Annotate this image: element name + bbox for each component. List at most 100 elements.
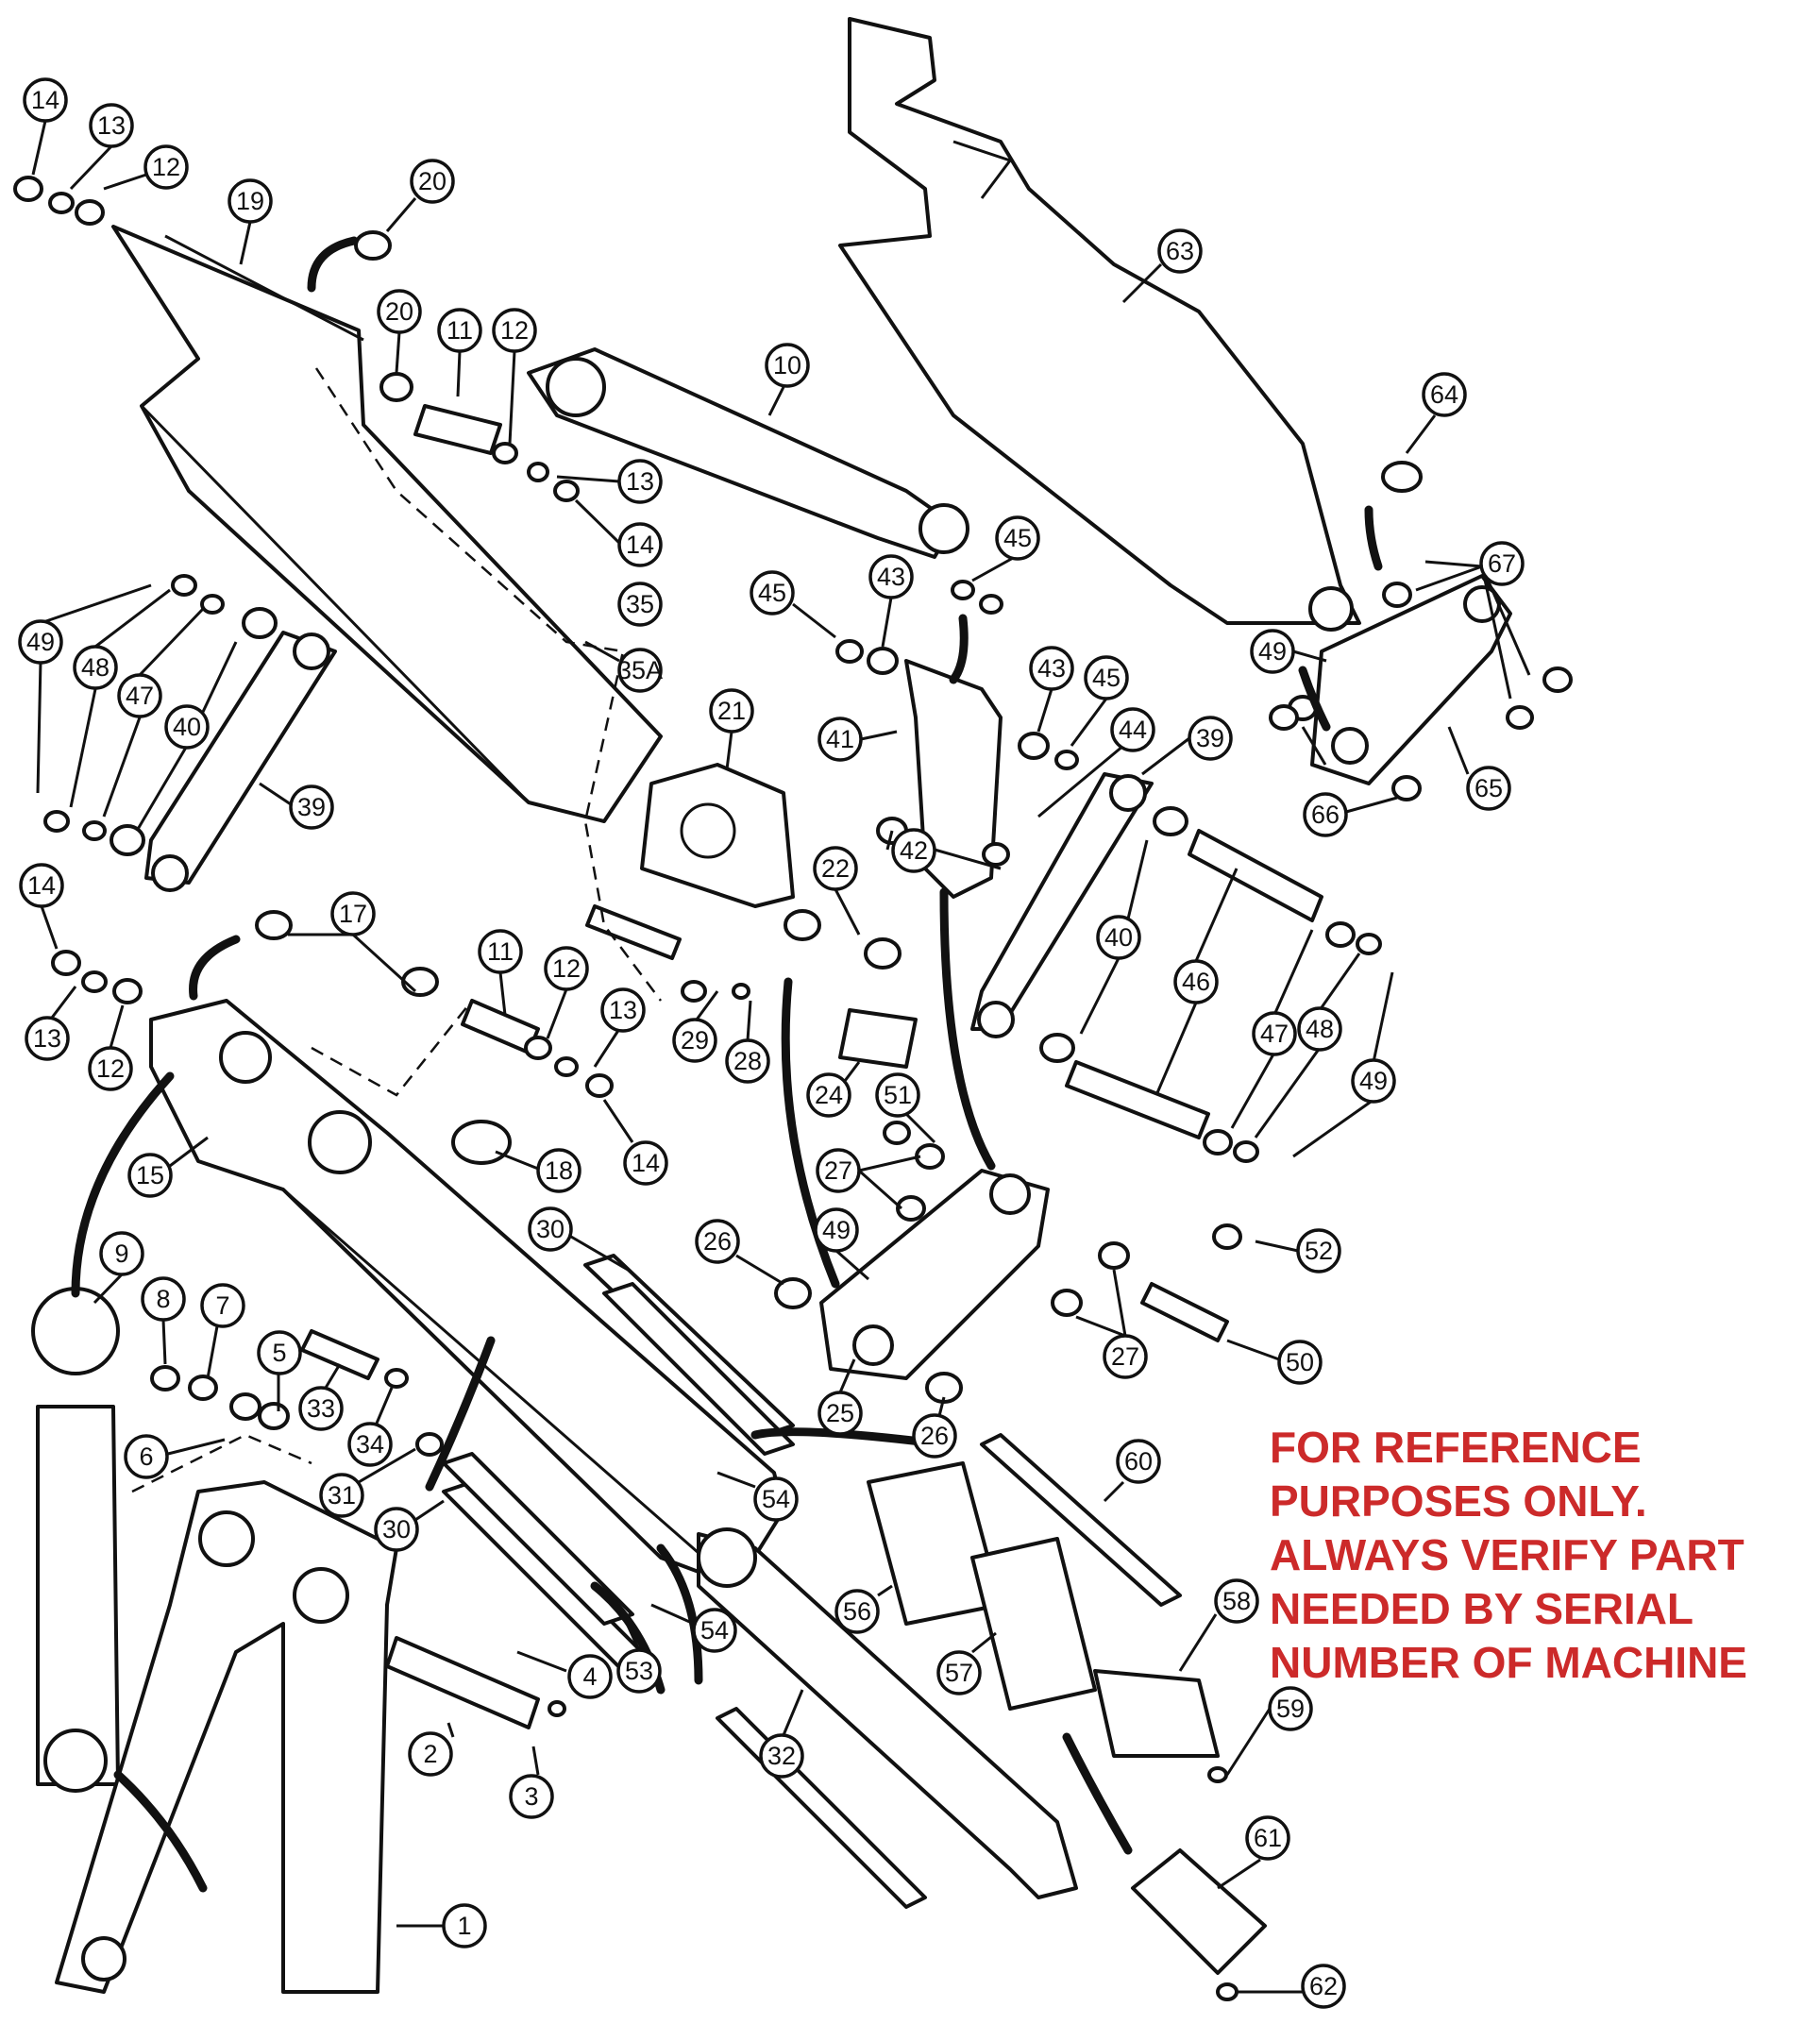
callout-group: 1 2 3 4 5 6 7 8 9 10 11 11 12 12 12 12 1… <box>18 77 1531 2009</box>
callout-31: 31 <box>319 1447 416 1518</box>
svg-text:29: 29 <box>681 1026 709 1054</box>
svg-text:13: 13 <box>609 996 637 1024</box>
part-19-upper-boom <box>111 225 663 823</box>
callout-49-top: 49 <box>1250 629 1327 674</box>
callout-40-left: 40 <box>135 641 238 832</box>
callout-39-right: 39 <box>1141 716 1233 776</box>
svg-text:10: 10 <box>773 351 801 380</box>
callout-46: 46 <box>1154 868 1239 1096</box>
callout-33: 33 <box>298 1363 344 1431</box>
svg-text:57: 57 <box>945 1659 973 1687</box>
callout-3: 3 <box>509 1746 554 1819</box>
svg-text:3: 3 <box>524 1782 538 1811</box>
callout-8: 8 <box>141 1276 186 1365</box>
callout-13-c: 13 <box>25 986 77 1061</box>
part-30-strip-lower <box>442 1452 634 1626</box>
svg-text:45: 45 <box>1003 524 1032 552</box>
svg-text:46: 46 <box>1182 968 1210 996</box>
svg-text:27: 27 <box>1111 1342 1139 1371</box>
svg-text:49: 49 <box>822 1216 851 1244</box>
svg-text:12: 12 <box>552 954 581 983</box>
part-63-plate <box>838 17 1361 625</box>
callout-49-left: 49 <box>18 583 152 794</box>
callout-43-a: 43 <box>868 554 914 648</box>
svg-text:24: 24 <box>815 1081 843 1109</box>
callout-30-b: 30 <box>374 1499 445 1552</box>
callout-14-d: 14 <box>602 1099 668 1186</box>
callout-13-b: 13 <box>556 459 663 504</box>
svg-text:20: 20 <box>385 297 413 326</box>
callout-9: 9 <box>93 1231 144 1305</box>
svg-text:48: 48 <box>81 653 110 682</box>
callout-48-right: 48 <box>1254 953 1361 1138</box>
svg-text:18: 18 <box>545 1156 573 1185</box>
callout-18: 18 <box>495 1148 581 1193</box>
callout-40-right: 40 <box>1079 839 1149 1035</box>
svg-text:13: 13 <box>97 111 126 140</box>
notice-line: FOR REFERENCE <box>1270 1423 1642 1472</box>
callout-12-a: 12 <box>103 144 189 191</box>
callout-56: 56 <box>834 1584 893 1634</box>
callout-13-a: 13 <box>69 103 134 191</box>
svg-text:64: 64 <box>1430 380 1458 409</box>
part-32-cylinder <box>697 1532 1078 1899</box>
part-30-strip-upper <box>602 1282 795 1456</box>
svg-text:49: 49 <box>1359 1067 1388 1095</box>
svg-text:40: 40 <box>173 713 201 741</box>
part-50-pin <box>1140 1282 1229 1342</box>
part-pin-22 <box>585 904 682 960</box>
part-2-pin <box>385 1636 540 1729</box>
callout-52: 52 <box>1255 1228 1341 1273</box>
svg-text:66: 66 <box>1311 801 1340 829</box>
svg-text:47: 47 <box>1260 1020 1289 1048</box>
notice-line: ALWAYS VERIFY PART <box>1270 1530 1744 1579</box>
svg-text:35: 35 <box>626 590 654 618</box>
svg-text:17: 17 <box>339 900 367 928</box>
callout-26-a: 26 <box>695 1219 784 1286</box>
callout-45-c: 45 <box>1070 655 1129 747</box>
callout-30-a: 30 <box>528 1206 629 1272</box>
callout-41: 41 <box>817 717 898 762</box>
svg-text:33: 33 <box>307 1394 335 1423</box>
callout-12-b: 12 <box>492 308 537 445</box>
part-46-pin-upper <box>1188 829 1323 922</box>
callout-14-b: 14 <box>574 498 663 567</box>
svg-text:28: 28 <box>733 1047 762 1075</box>
svg-text:65: 65 <box>1475 774 1503 802</box>
svg-text:14: 14 <box>31 86 59 114</box>
svg-text:32: 32 <box>767 1742 796 1770</box>
callout-24: 24 <box>806 1061 861 1118</box>
svg-text:67: 67 <box>1488 549 1516 578</box>
callout-54-a: 54 <box>716 1471 799 1522</box>
callout-2: 2 <box>408 1722 455 1777</box>
small-hardware <box>13 176 1573 2001</box>
callout-59: 59 <box>1225 1686 1313 1776</box>
svg-text:4: 4 <box>582 1662 597 1691</box>
callout-50: 50 <box>1226 1339 1323 1385</box>
callout-62: 62 <box>1237 1964 1346 2009</box>
callout-17: 17 <box>288 891 417 993</box>
svg-text:22: 22 <box>821 854 850 883</box>
svg-text:42: 42 <box>900 836 928 865</box>
callout-47-right: 47 <box>1230 929 1314 1129</box>
svg-text:50: 50 <box>1286 1348 1314 1376</box>
svg-text:9: 9 <box>114 1240 128 1268</box>
callout-39-left: 39 <box>259 782 334 830</box>
part-33-pin <box>300 1329 379 1380</box>
callout-63: 63 <box>1121 228 1203 304</box>
callout-61: 61 <box>1217 1815 1290 1890</box>
svg-text:12: 12 <box>96 1054 125 1083</box>
notice-line: PURPOSES ONLY. <box>1270 1476 1647 1526</box>
svg-text:54: 54 <box>762 1485 790 1513</box>
callout-35: 35 <box>617 582 663 627</box>
svg-text:27: 27 <box>824 1156 852 1185</box>
notice-line: NUMBER OF MACHINE <box>1270 1638 1747 1687</box>
callout-7: 7 <box>200 1283 245 1379</box>
svg-text:39: 39 <box>1196 724 1224 752</box>
callout-34: 34 <box>347 1387 394 1467</box>
reference-notice: FOR REFERENCE PURPOSES ONLY. ALWAYS VERI… <box>1270 1421 1817 1690</box>
callout-10: 10 <box>765 343 810 416</box>
part-60-strip <box>980 1433 1182 1607</box>
callout-67: 67 <box>1415 541 1531 700</box>
